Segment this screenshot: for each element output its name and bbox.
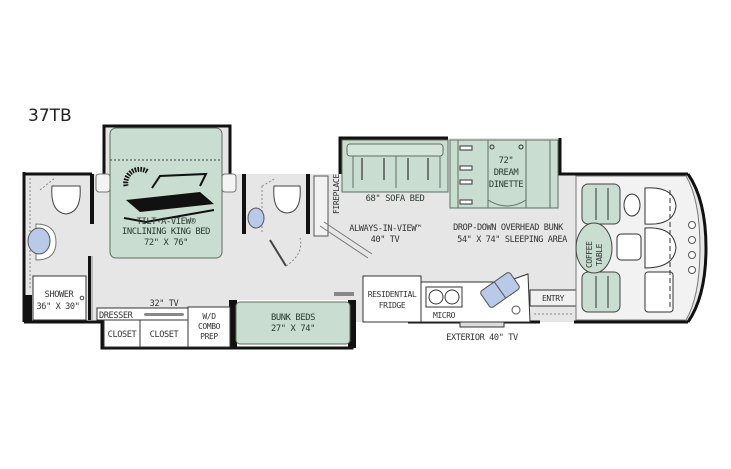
svg-text:COFFEE: COFFEE <box>585 241 594 268</box>
micro-label: MICRO <box>433 311 456 320</box>
overhead-bunk-label-1: DROP-DOWN OVERHEAD BUNK <box>453 223 564 233</box>
exterior-tv-label: EXTERIOR 40" TV <box>446 333 518 343</box>
bed-label-1: TILT-A-VIEW® <box>137 217 197 227</box>
kitchen-sink-icon <box>480 272 520 308</box>
svg-text:TABLE: TABLE <box>595 243 604 266</box>
closet-1[interactable] <box>103 319 141 348</box>
entry-label: ENTRY <box>542 294 565 303</box>
coffee-table[interactable] <box>575 222 613 274</box>
shower <box>32 275 87 321</box>
svg-text:FRIDGE: FRIDGE <box>379 301 406 310</box>
tilt-bed-icon <box>123 166 215 224</box>
svg-text:COMBO: COMBO <box>198 322 221 331</box>
svg-text:BUNK BEDS: BUNK BEDS <box>271 313 315 323</box>
tv-living-label-1: ALWAYS-IN-VIEW™ <box>349 224 421 234</box>
tv-bedroom-label: 32" TV <box>150 299 179 309</box>
bed-label-2: INCLINING KING BED <box>122 227 210 237</box>
sofa-label: 68" SOFA BED <box>366 194 425 204</box>
exterior-tv <box>459 321 505 328</box>
closet-2[interactable] <box>139 319 189 348</box>
mid-bath <box>242 174 310 267</box>
toilet-icon <box>273 185 301 214</box>
fireplace-label: FIREPLACE <box>332 174 341 214</box>
svg-text:CLOSET: CLOSET <box>150 330 179 340</box>
svg-text:DINETTE: DINETTE <box>489 180 523 190</box>
tv-living-label-2: 40" TV <box>371 235 400 245</box>
driver-seat[interactable] <box>581 271 621 313</box>
sink-icon <box>27 227 51 255</box>
bunk-beds[interactable] <box>235 301 351 345</box>
svg-text:72": 72" <box>499 156 514 166</box>
dream-dinette[interactable] <box>449 139 559 209</box>
toilet-icon <box>51 185 81 215</box>
svg-text:DREAM: DREAM <box>494 168 519 178</box>
svg-text:W/D: W/D <box>202 312 216 321</box>
washer-dryer[interactable] <box>187 306 231 348</box>
svg-text:RESIDENTIAL: RESIDENTIAL <box>368 290 417 299</box>
shower-label: SHOWER <box>45 290 75 300</box>
fireplace <box>313 175 329 237</box>
svg-text:PREP: PREP <box>200 332 218 341</box>
tv-32 <box>144 313 184 316</box>
overhead-bunk-label-2: 54" X 74" SLEEPING AREA <box>457 235 568 245</box>
svg-text:CLOSET: CLOSET <box>108 330 137 340</box>
residential-fridge[interactable] <box>362 275 422 323</box>
svg-text:27" X 74": 27" X 74" <box>271 324 315 334</box>
rear-bath <box>27 174 94 290</box>
shower-size: 36" X 30" <box>37 302 80 312</box>
bed-size: 72" X 76" <box>144 238 188 248</box>
dresser-label: DRESSER <box>99 311 134 321</box>
model-name: 37TB <box>28 106 72 126</box>
sink-icon <box>247 207 265 229</box>
passenger-seat[interactable] <box>581 183 621 225</box>
